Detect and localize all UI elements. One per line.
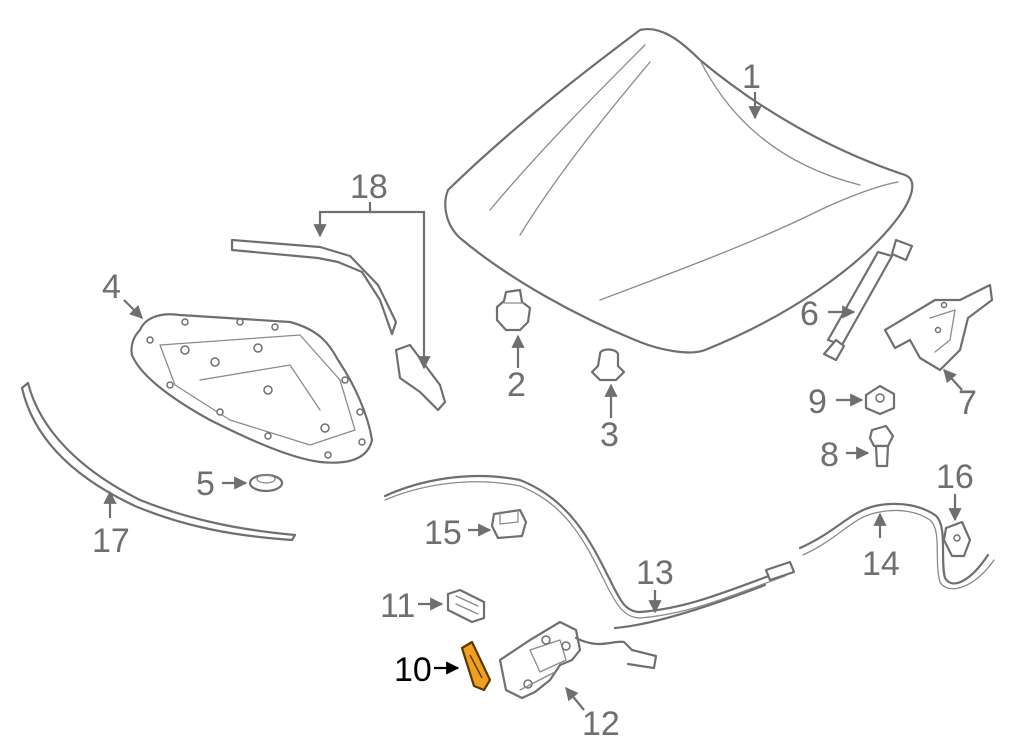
hood-insulator-part[interactable] bbox=[130, 313, 374, 464]
release-cable-part[interactable] bbox=[383, 474, 796, 630]
leader-18b bbox=[370, 210, 431, 370]
leader-7 bbox=[943, 369, 963, 391]
cable-clip-part[interactable] bbox=[942, 520, 972, 558]
weatherstrip-part[interactable] bbox=[20, 381, 297, 542]
callout-1[interactable]: 1 bbox=[742, 58, 761, 96]
callout-17[interactable]: 17 bbox=[92, 522, 130, 560]
clip-15-part[interactable] bbox=[490, 508, 528, 540]
leader-12 bbox=[565, 686, 585, 711]
callout-4[interactable]: 4 bbox=[102, 268, 121, 306]
nut-part[interactable] bbox=[864, 384, 896, 416]
hood-panel-part[interactable] bbox=[444, 27, 914, 354]
callout-labels: 1 2 3 4 5 6 7 8 9 10 11 12 13 14 15 16 1… bbox=[92, 58, 977, 743]
callout-6[interactable]: 6 bbox=[800, 295, 819, 333]
bumper-stop-part[interactable] bbox=[495, 288, 532, 332]
callout-8[interactable]: 8 bbox=[820, 436, 839, 474]
leader-18a bbox=[313, 202, 372, 238]
callout-3[interactable]: 3 bbox=[600, 416, 619, 454]
callout-12[interactable]: 12 bbox=[582, 705, 620, 743]
callout-7[interactable]: 7 bbox=[958, 384, 977, 422]
leader-lines bbox=[103, 92, 963, 711]
hood-hinge-part[interactable] bbox=[883, 283, 994, 372]
callout-14[interactable]: 14 bbox=[862, 545, 900, 583]
callout-5[interactable]: 5 bbox=[196, 465, 215, 503]
hood-seal-part[interactable] bbox=[230, 238, 447, 412]
callout-2[interactable]: 2 bbox=[507, 366, 526, 404]
hood-strut-part[interactable] bbox=[822, 238, 914, 362]
callout-16[interactable]: 16 bbox=[936, 458, 974, 496]
callout-18[interactable]: 18 bbox=[350, 168, 388, 206]
callout-11[interactable]: 11 bbox=[380, 587, 415, 625]
leader-4 bbox=[123, 299, 143, 319]
release-cable-rear-part[interactable] bbox=[798, 502, 995, 590]
bumper-stop-2-part[interactable] bbox=[590, 348, 626, 382]
callout-10[interactable]: 10 bbox=[394, 651, 432, 689]
hood-latch-part[interactable] bbox=[498, 620, 658, 700]
plug-part[interactable] bbox=[248, 473, 284, 493]
cable-guide-part[interactable] bbox=[446, 588, 486, 624]
callout-15[interactable]: 15 bbox=[424, 514, 462, 552]
callout-9[interactable]: 9 bbox=[808, 383, 827, 421]
highlighted-bracket-part[interactable] bbox=[460, 640, 492, 692]
callout-13[interactable]: 13 bbox=[636, 554, 674, 592]
bolt-part[interactable] bbox=[868, 424, 895, 468]
